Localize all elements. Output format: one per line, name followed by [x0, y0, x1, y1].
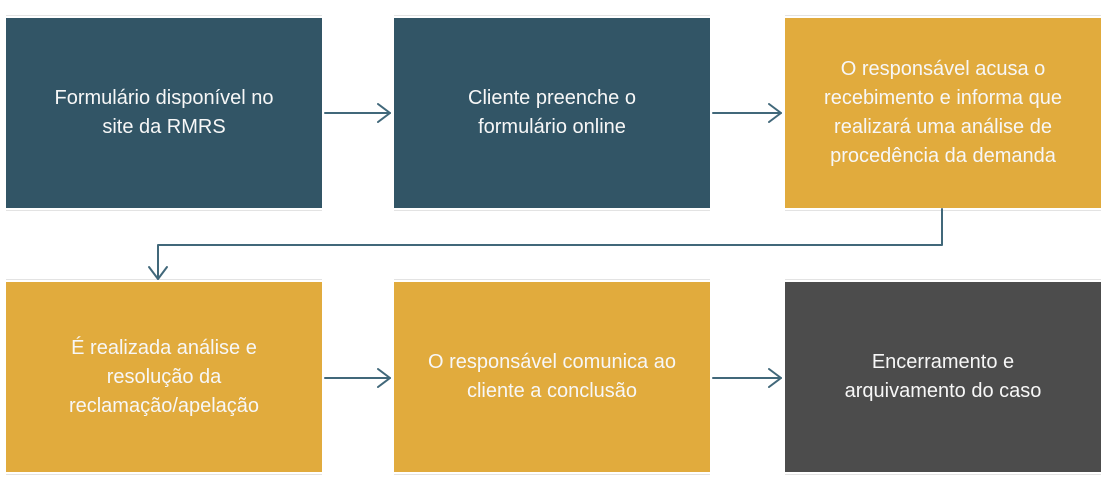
step-1-text-line: site da RMRS: [102, 116, 226, 138]
step-box-6: Encerramento e arquivamento do caso: [785, 279, 1101, 475]
step-4-text-line: resolução da: [106, 365, 222, 388]
step-3-text-line: recebimento e informa que: [824, 87, 1062, 109]
step-2-text-line: formulário online: [478, 116, 626, 138]
arrow-3-to-4: [148, 208, 943, 280]
step-6-text-line: Encerramento e: [871, 351, 1015, 373]
step-box-5: O responsável comunica ao cliente a conc…: [394, 279, 710, 475]
step-3-text-line: procedência da demanda: [830, 145, 1056, 167]
step-4-text-line: reclamação/apelação: [68, 394, 260, 417]
step-2-text-line: Cliente preenche o: [468, 87, 636, 109]
step-4-text-line: É realizada análise e: [71, 336, 257, 359]
step-5-text-line: O responsável comunica ao: [428, 351, 676, 373]
step-box-3: O responsável acusa o recebimento e info…: [785, 15, 1101, 211]
step-6-text-line: arquivamento do caso: [844, 380, 1042, 402]
step-1-text-line: Formulário disponível no: [54, 87, 274, 109]
step-box-4: É realizada análise e resolução da recla…: [6, 279, 322, 475]
arrow-4-to-5: [324, 368, 391, 388]
arrow-1-to-2: [324, 103, 391, 123]
arrow-5-to-6: [712, 368, 782, 388]
arrow-2-to-3: [712, 103, 782, 123]
step-3-text-line: realizará uma análise de: [834, 116, 1052, 138]
step-3-text-line: O responsável acusa o: [840, 58, 1046, 80]
step-box-2: Cliente preenche o formulário online: [394, 15, 710, 211]
step-5-text-line: cliente a conclusão: [466, 380, 638, 402]
step-box-1: Formulário disponível no site da RMRS: [6, 15, 322, 211]
